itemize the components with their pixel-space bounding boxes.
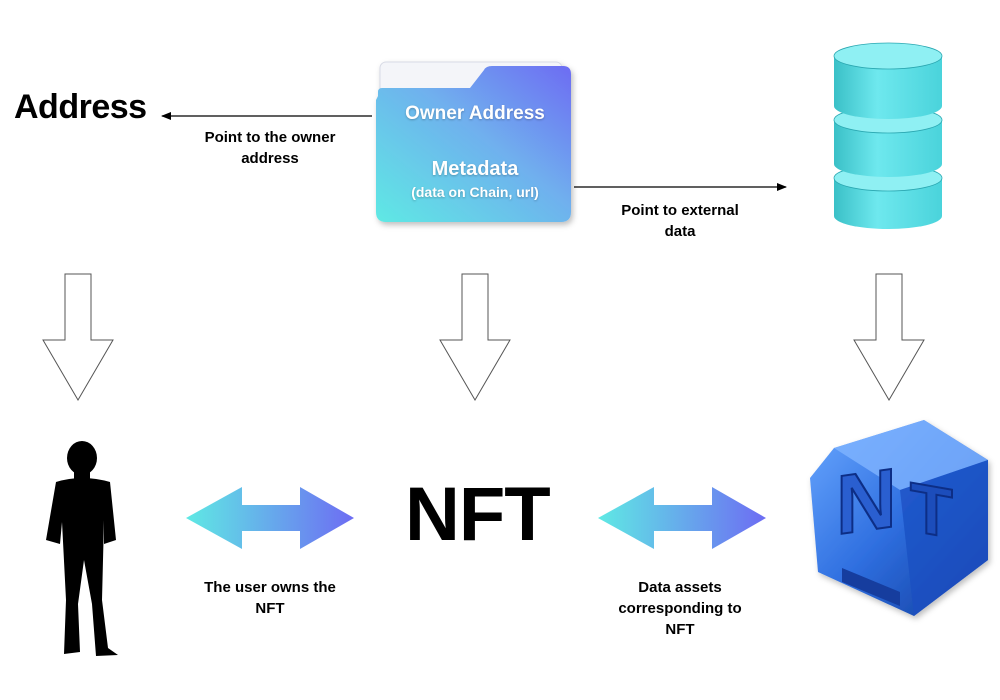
metadata-sub-label: (data on Chain, url) xyxy=(411,184,539,200)
user-silhouette-icon xyxy=(46,441,118,656)
nft-title: NFT xyxy=(405,472,551,557)
hollow-down-arrow-center xyxy=(439,273,511,401)
hollow-down-arrow-right xyxy=(853,273,925,401)
point-external-label: Point to external data xyxy=(621,202,739,240)
hollow-down-arrow-left xyxy=(42,273,114,401)
database-icon xyxy=(833,42,943,229)
double-arrow-nft-data xyxy=(598,487,766,549)
nft-cube-icon: N T xyxy=(810,420,988,616)
metadata-label: Metadata xyxy=(431,158,519,180)
user-owns-label: The user owns the NFT xyxy=(204,579,336,617)
data-assets-label: Data assets corresponding to NFT xyxy=(618,579,742,638)
owner-address-label: Owner Address xyxy=(405,103,545,124)
address-title: Address xyxy=(14,88,147,126)
double-arrow-user-nft xyxy=(186,487,354,549)
point-owner-label: Point to the owner address xyxy=(204,129,336,167)
svg-text:T: T xyxy=(910,467,953,553)
svg-text:N: N xyxy=(836,450,897,552)
metadata-folder-card xyxy=(376,61,571,222)
